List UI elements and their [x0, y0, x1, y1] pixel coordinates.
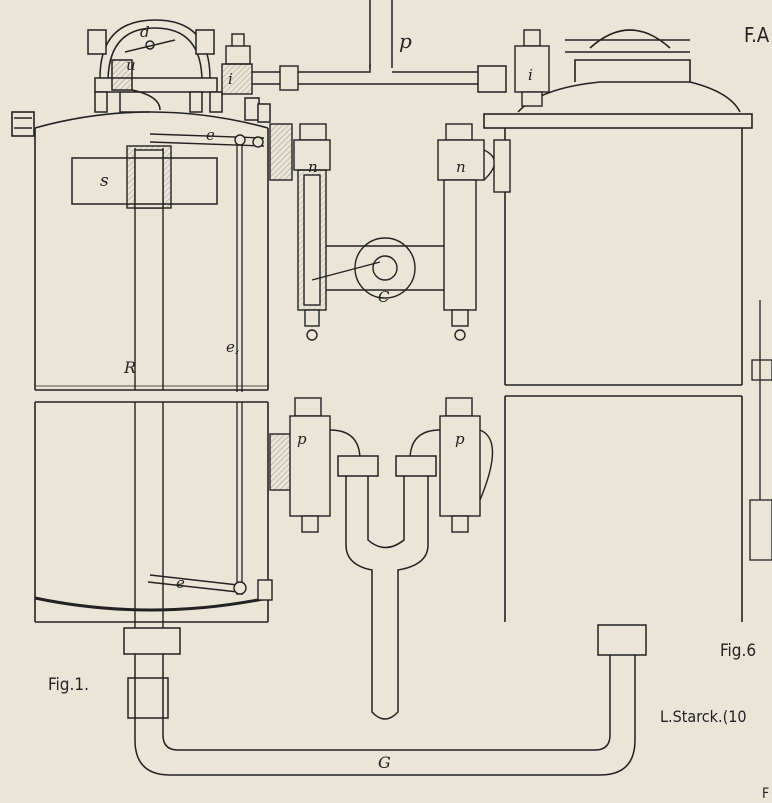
- label-p-right: p: [455, 430, 465, 448]
- label-e-bottom: e: [176, 574, 185, 592]
- trap-p-right: [409, 397, 494, 533]
- riser-pipe: [126, 145, 172, 628]
- header-partial: F.A: [744, 23, 770, 47]
- trap-n-right: [437, 123, 511, 341]
- left-vessel: [11, 111, 269, 623]
- edge-fragment: [749, 300, 772, 561]
- dome-cover: [87, 19, 271, 123]
- label-n-left: n: [308, 158, 318, 176]
- rod: [236, 140, 243, 595]
- label-G: G: [378, 753, 391, 772]
- fig1-label: Fig.1.: [48, 675, 89, 695]
- trap-n-left: [269, 123, 331, 341]
- pipe-g: [123, 624, 647, 776]
- label-u: u: [126, 56, 136, 74]
- label-e-mid: e,: [226, 338, 240, 356]
- credit-label: L.Starck.(10: [660, 707, 747, 726]
- label-i-right: i: [528, 66, 533, 84]
- u-pipe: [337, 455, 437, 720]
- label-p-top: p: [399, 29, 412, 53]
- lever-e-top: [149, 133, 265, 148]
- label-C: C: [378, 288, 390, 306]
- label-d: d: [140, 23, 150, 41]
- valve-i-left: [221, 33, 300, 95]
- fig6-label: Fig.6: [720, 641, 756, 661]
- label-s: s: [100, 171, 109, 191]
- valve-i-right: [514, 29, 550, 107]
- label-n-right: n: [456, 158, 466, 176]
- float-s: [71, 157, 218, 205]
- corner-letter: F: [762, 786, 769, 802]
- label-i-left: i: [228, 70, 233, 88]
- linkage-c: [311, 237, 444, 299]
- trap-p-left: [269, 397, 361, 533]
- lever-e-bottom: [147, 574, 273, 601]
- label-e-top: e: [206, 126, 215, 144]
- label-R: R: [123, 358, 136, 377]
- label-p-left: p: [297, 430, 307, 448]
- right-vessel: [483, 29, 753, 622]
- pipe-p-top: [300, 0, 507, 93]
